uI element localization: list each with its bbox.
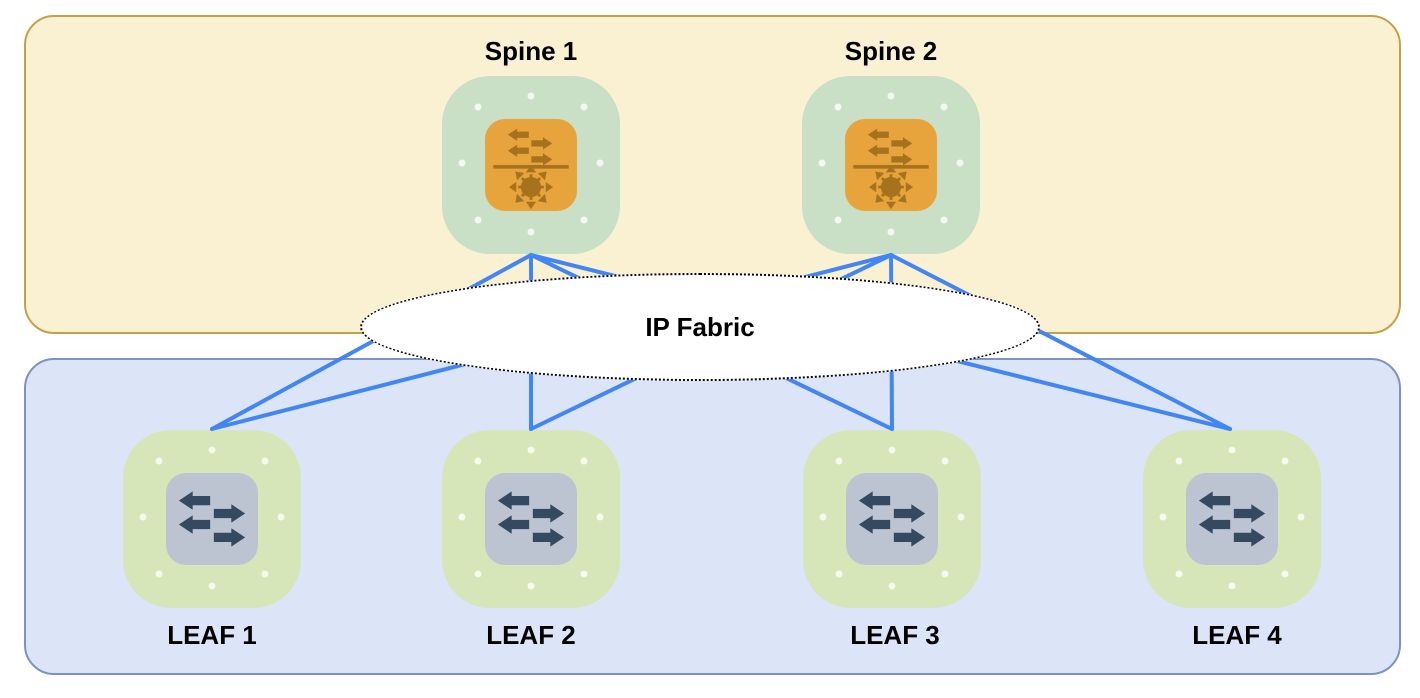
port-dot: [835, 570, 843, 578]
port-dot: [1175, 570, 1183, 578]
port-dot: [941, 457, 949, 465]
ip-fabric-cloud[interactable]: IP Fabric: [360, 273, 1040, 381]
port-dot: [940, 103, 948, 111]
switch-icon: [1186, 473, 1278, 565]
node-spine2[interactable]: [802, 76, 980, 254]
switch-icon: [166, 473, 258, 565]
port-dot: [527, 228, 535, 236]
leaf3-label: LEAF 3: [850, 620, 940, 650]
link-spine1-leaf1[interactable]: [210, 253, 533, 431]
port-dot: [940, 216, 948, 224]
port-dot: [474, 570, 482, 578]
port-dot: [887, 92, 895, 100]
node-leaf3[interactable]: [803, 430, 981, 608]
port-dot: [956, 159, 964, 167]
port-dot: [474, 457, 482, 465]
port-dot: [818, 159, 826, 167]
port-dot: [155, 457, 163, 465]
switch-icon: [846, 473, 938, 565]
port-dot: [1228, 582, 1236, 590]
port-dot: [596, 159, 604, 167]
port-dot: [834, 216, 842, 224]
port-dot: [458, 159, 466, 167]
port-dot: [208, 582, 216, 590]
node-leaf4[interactable]: [1143, 430, 1321, 608]
port-dot: [277, 513, 285, 521]
l3-switch-icon: [485, 119, 577, 211]
port-dot: [1175, 457, 1183, 465]
leaf2-label: LEAF 2: [486, 620, 576, 650]
port-dot: [580, 457, 588, 465]
port-dot: [458, 513, 466, 521]
port-dot: [139, 513, 147, 521]
node-spine1[interactable]: [442, 76, 620, 254]
port-dot: [261, 457, 269, 465]
port-dot: [208, 446, 216, 454]
leaf1-label: LEAF 1: [167, 620, 257, 650]
port-dot: [527, 582, 535, 590]
l3-switch-icon: [845, 119, 937, 211]
port-dot: [474, 103, 482, 111]
port-dot: [819, 513, 827, 521]
port-dot: [1281, 457, 1289, 465]
port-dot: [474, 216, 482, 224]
port-dot: [596, 513, 604, 521]
leaf4-label: LEAF 4: [1192, 620, 1282, 650]
port-dot: [888, 446, 896, 454]
port-dot: [580, 216, 588, 224]
port-dot: [527, 446, 535, 454]
spine1-label: Spine 1: [484, 36, 578, 66]
port-dot: [580, 103, 588, 111]
port-dot: [1281, 570, 1289, 578]
port-dot: [835, 457, 843, 465]
port-dot: [261, 570, 269, 578]
port-dot: [887, 228, 895, 236]
node-leaf2[interactable]: [442, 430, 620, 608]
port-dot: [834, 103, 842, 111]
port-dot: [155, 570, 163, 578]
link-spine2-leaf4[interactable]: [889, 253, 1232, 431]
port-dot: [1228, 446, 1236, 454]
switch-icon: [485, 473, 577, 565]
port-dot: [888, 582, 896, 590]
port-dot: [1159, 513, 1167, 521]
port-dot: [957, 513, 965, 521]
spine2-label: Spine 2: [844, 36, 938, 66]
port-dot: [580, 570, 588, 578]
ip-fabric-label: IP Fabric: [645, 311, 755, 342]
port-dot: [527, 92, 535, 100]
node-leaf1[interactable]: [123, 430, 301, 608]
port-dot: [1297, 513, 1305, 521]
port-dot: [941, 570, 949, 578]
